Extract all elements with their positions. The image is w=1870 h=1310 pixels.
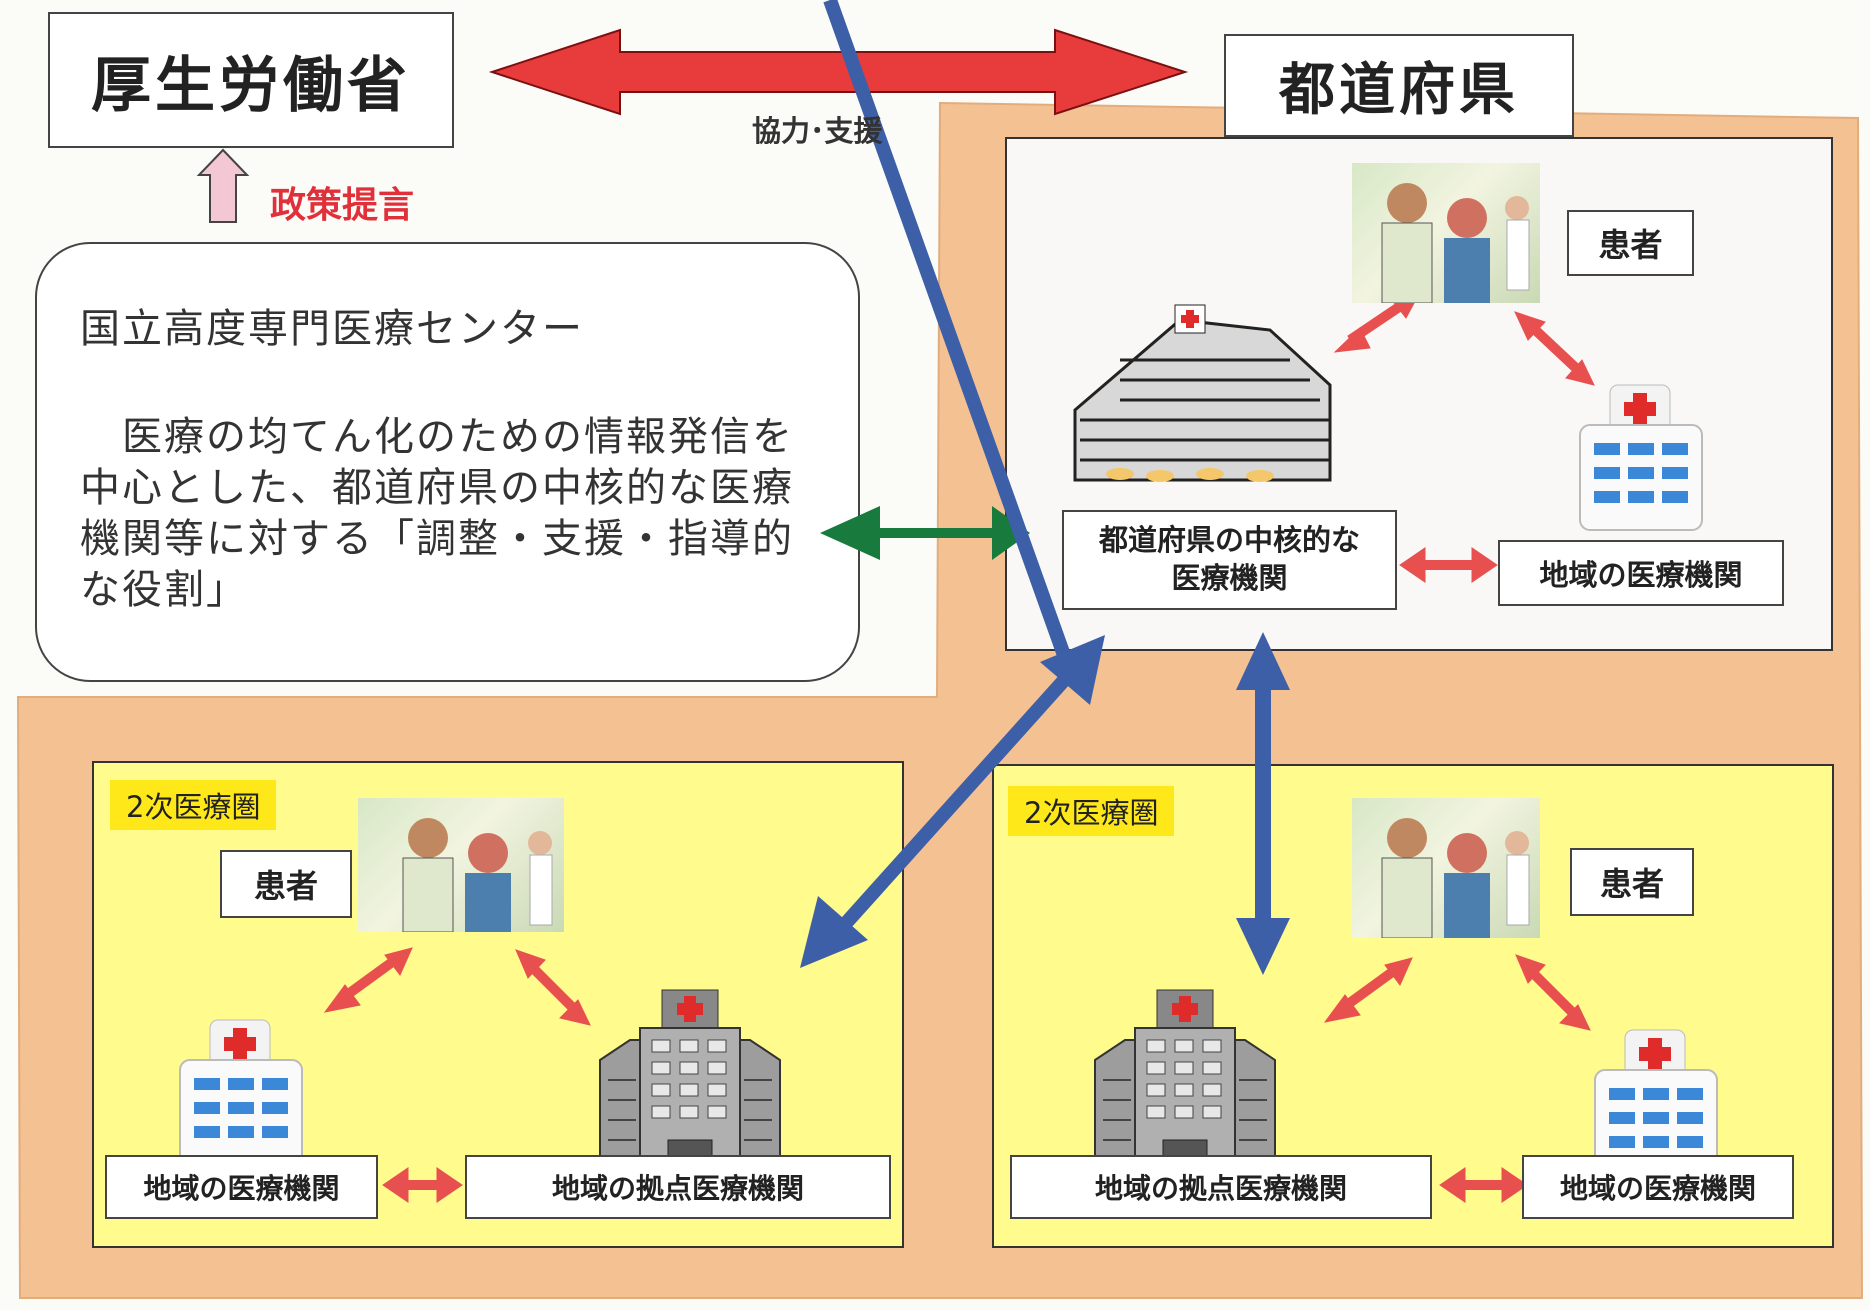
red-arrow-right-hub-local bbox=[1439, 1167, 1528, 1203]
policy-up-arrow bbox=[196, 148, 250, 223]
cooperation-label: 協力･支援 bbox=[752, 114, 883, 148]
local-hospital-icon-left bbox=[179, 1019, 303, 1166]
blue-arrow-left bbox=[800, 0, 1105, 968]
blue-arrow-center bbox=[1236, 632, 1290, 975]
patient-label-right: 患者 bbox=[1570, 848, 1694, 916]
cooperation-arrow bbox=[488, 28, 1189, 116]
ministry-label: 厚生労働省 bbox=[91, 50, 411, 121]
patient-label-left: 患者 bbox=[220, 850, 352, 918]
red-arrow-left-patient-hub bbox=[515, 949, 591, 1026]
national-center-box bbox=[35, 242, 860, 682]
center-line-4: な役割」 bbox=[80, 567, 248, 613]
core-hospital-illustration bbox=[1073, 304, 1332, 482]
prefecture-box: 都道府県 bbox=[1224, 34, 1574, 137]
patient-photo-prefecture bbox=[1352, 163, 1540, 303]
patient-photo-right bbox=[1352, 798, 1540, 938]
region-label-right: 2次医療圏 bbox=[1008, 786, 1175, 836]
patient-photo-left bbox=[358, 798, 564, 932]
green-support-arrow bbox=[820, 506, 1030, 560]
hub-hospital-label-left: 地域の拠点医療機関 bbox=[465, 1155, 891, 1219]
center-line-3: 機関等に対する「調整・支援・指導的 bbox=[80, 516, 794, 562]
local-hospital-label-right: 地域の医療機関 bbox=[1522, 1155, 1794, 1219]
region-label-left: 2次医療圏 bbox=[110, 780, 277, 830]
center-line-1: 医療の均てん化のための情報発信を bbox=[80, 414, 794, 460]
local-hospital-icon-right bbox=[1594, 1029, 1718, 1176]
red-arrow-right-patient-local bbox=[1515, 954, 1591, 1031]
red-arrow-left-local-hub bbox=[382, 1167, 463, 1203]
local-hospital-label-prefecture: 地域の医療機関 bbox=[1498, 540, 1784, 606]
core-hospital-label: 都道府県の中核的な 医療機関 bbox=[1062, 510, 1397, 610]
hub-hospital-icon-left bbox=[591, 989, 789, 1179]
center-line-2: 中心とした、都道府県の中核的な医療 bbox=[80, 465, 794, 511]
red-arrow-left-patient-local bbox=[323, 947, 413, 1013]
national-center-title: 国立高度専門医療センター bbox=[80, 306, 584, 352]
hub-hospital-icon-right bbox=[1086, 989, 1284, 1179]
local-hospital-icon-prefecture bbox=[1579, 384, 1703, 531]
prefecture-label: 都道府県 bbox=[1279, 58, 1519, 123]
policy-label: 政策提言 bbox=[270, 185, 415, 226]
patient-label-prefecture: 患者 bbox=[1567, 210, 1694, 276]
red-arrow-core-local bbox=[1399, 547, 1498, 583]
hub-hospital-label-right: 地域の拠点医療機関 bbox=[1010, 1155, 1432, 1219]
local-hospital-label-left: 地域の医療機関 bbox=[105, 1155, 378, 1219]
ministry-box: 厚生労働省 bbox=[48, 12, 454, 148]
red-arrow-right-patient-hub bbox=[1323, 957, 1413, 1023]
red-arrow-patient-local bbox=[1514, 311, 1595, 386]
